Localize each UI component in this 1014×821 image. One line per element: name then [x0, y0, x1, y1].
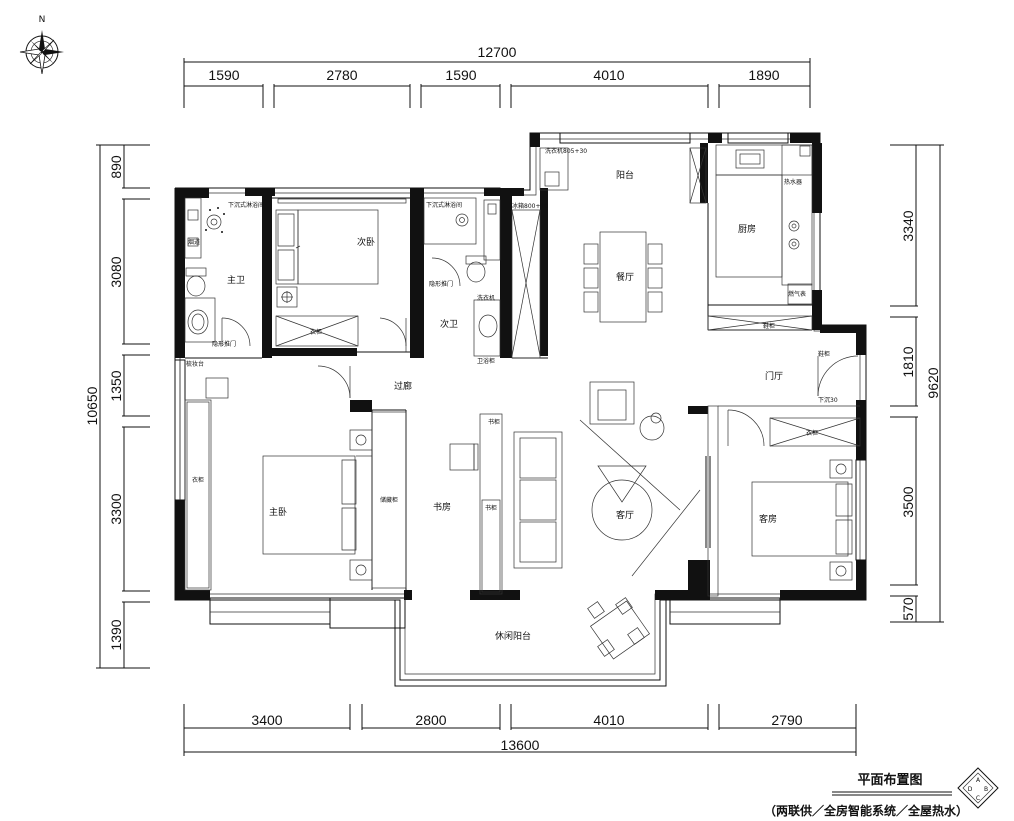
doors	[221, 257, 859, 548]
left-dimension-2: 3080	[108, 256, 124, 287]
note-bookcase-2: 书柜	[485, 504, 497, 512]
compass-north-label: N	[39, 15, 46, 25]
nightstand-icon	[276, 286, 298, 308]
top-dimension-1: 1590	[208, 67, 239, 83]
top-dimension-2: 2780	[326, 67, 357, 83]
room-master-bedroom: 主卧	[269, 506, 287, 518]
study-chair-icon	[449, 443, 479, 471]
room-labels: 主卫 次卧 次卫 阳台 餐厅 厨房 过廊 门厅 主卧 书房 客厅 客房 休闲阳台	[227, 169, 783, 642]
note-shoe-cabinet-1: 鞋柜	[763, 322, 775, 330]
left-total-dimension: 10650	[84, 386, 100, 425]
balcony-table-icon	[587, 597, 650, 660]
washbasin-icon	[187, 309, 209, 335]
bottom-dimension-2: 2800	[415, 712, 446, 728]
side-table-icon	[639, 412, 665, 441]
left-dimension-1: 890	[108, 155, 124, 179]
note-shoe-cabinet-2: 鞋柜	[818, 350, 830, 358]
top-dimension-5: 1890	[748, 67, 779, 83]
top-dimension-3: 1590	[445, 67, 476, 83]
compass-rose-icon: N	[19, 15, 64, 75]
bottom-dimensions: 13600 3400 2800 4010 2790	[183, 704, 857, 756]
kitchen-counter	[689, 144, 813, 331]
bottom-dimension-3: 4010	[593, 712, 624, 728]
left-dimensions: 10650 890 3080 1350 3300 1390	[84, 144, 150, 669]
room-living: 客厅	[616, 509, 634, 521]
logo-letter-a: A	[976, 777, 981, 784]
nightstand-icon-3	[349, 559, 373, 581]
drawing-title-block: 平面布置图 （两联供／全房智能系统／全屋热水） A B C D	[764, 767, 999, 818]
note-shower-1: 下沉式淋浴间	[228, 201, 264, 209]
note-hidden-door-2: 隐形推门	[429, 280, 453, 288]
note-hidden-door-1: 隐形推门	[212, 340, 236, 348]
note-wardrobe-2: 衣柜	[310, 328, 322, 336]
room-kitchen: 厨房	[738, 223, 756, 235]
furniture	[184, 144, 861, 660]
annotations: 下沉式淋浴间 下沉式淋浴间 洗衣机805+30 冰箱800+10 下沉30 隐形…	[186, 147, 838, 512]
room-dining: 餐厅	[616, 271, 634, 283]
guest-bed-icon	[751, 481, 853, 557]
note-wardrobe-3: 衣柜	[806, 429, 818, 437]
note-vanity-cabinet: 卫浴柜	[477, 357, 495, 365]
note-washer: 洗衣机805+30	[545, 147, 587, 155]
room-balcony: 阳台	[616, 169, 634, 181]
room-second-bath: 次卫	[440, 318, 458, 330]
nightstand-icon-4	[829, 459, 853, 479]
note-wardrobe-1: 衣柜	[192, 476, 204, 484]
note-dresser: 梳妆台	[186, 360, 204, 368]
toilet-icon	[185, 267, 207, 297]
note-bookcase-1: 书柜	[488, 418, 500, 426]
walls	[174, 132, 867, 687]
note-water-heater: 热水器	[784, 178, 802, 186]
room-guest: 客房	[759, 513, 777, 525]
nightstand-icon-2	[349, 429, 373, 451]
right-dimension-2: 1810	[900, 346, 916, 377]
note-flue: 烟道	[188, 238, 200, 246]
room-corridor: 过廊	[394, 380, 412, 392]
room-leisure-balcony: 休闲阳台	[495, 630, 531, 642]
logo-letter-c: C	[976, 795, 980, 802]
logo-letter-d: D	[968, 786, 973, 793]
note-storage: 储藏柜	[380, 496, 398, 504]
armchair-icon	[589, 381, 635, 425]
top-dimensions: 12700 1590 2780 1590 4010 1890	[183, 44, 811, 108]
room-master-bath: 主卫	[227, 274, 245, 286]
drawing-subtitle: （两联供／全房智能系统／全屋热水）	[764, 803, 968, 818]
note-sunken: 下沉30	[818, 396, 838, 404]
right-dimension-3: 3500	[900, 486, 916, 517]
left-dimension-4: 3300	[108, 493, 124, 524]
right-dimensions: 9620 3340 1810 3500 570	[890, 144, 944, 623]
room-study: 书房	[433, 501, 451, 513]
note-washing-machine: 洗衣机	[477, 294, 495, 302]
logo-letter-b: B	[984, 786, 988, 793]
room-second-bedroom: 次卧	[357, 236, 375, 248]
sofa-icon	[513, 431, 563, 569]
note-fridge: 冰箱800+10	[512, 202, 548, 210]
right-dimension-1: 3340	[900, 210, 916, 241]
bottom-dimension-1: 3400	[251, 712, 282, 728]
right-total-dimension: 9620	[925, 367, 941, 398]
coffee-table-icon	[591, 465, 653, 541]
shower-icon	[205, 207, 225, 233]
bed-icon	[275, 209, 379, 285]
right-dimension-4: 570	[900, 597, 916, 621]
room-foyer: 门厅	[765, 370, 783, 382]
left-dimension-5: 1390	[108, 619, 124, 650]
washbasin-icon-2	[473, 299, 501, 357]
bottom-total-dimension: 13600	[501, 737, 540, 753]
top-dimension-4: 4010	[593, 67, 624, 83]
toilet-icon-2	[465, 255, 487, 283]
company-logo-icon: A B C D	[957, 767, 999, 809]
dining-table-icon	[583, 231, 663, 323]
shower-icon-2	[455, 213, 469, 227]
nightstand-icon-5	[829, 561, 853, 581]
bottom-dimension-4: 2790	[771, 712, 802, 728]
note-shower-2: 下沉式淋浴间	[426, 201, 462, 209]
left-dimension-3: 1350	[108, 370, 124, 401]
top-total-dimension: 12700	[478, 44, 517, 60]
drawing-title: 平面布置图	[857, 772, 922, 788]
note-gas-meter: 燃气表	[788, 290, 806, 298]
master-bed-icon	[262, 455, 372, 555]
